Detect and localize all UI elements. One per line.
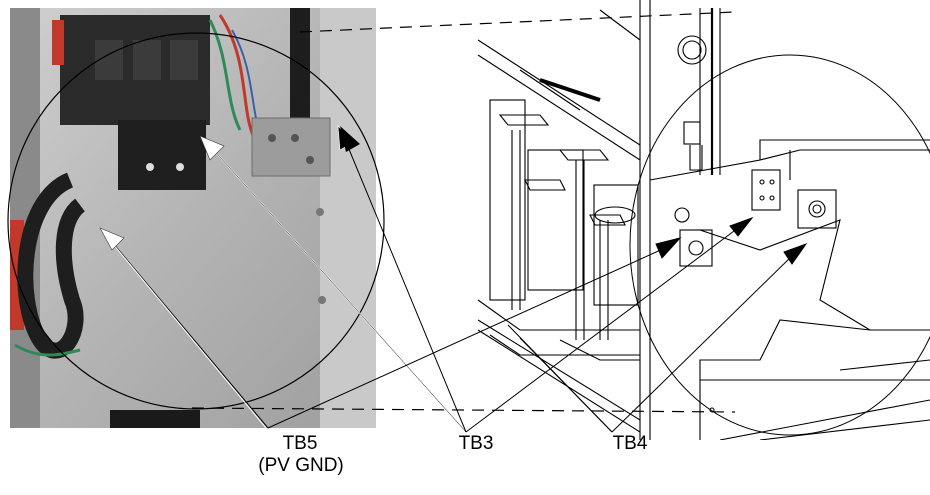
photo-detail-circle (7, 32, 385, 410)
ground-bar (251, 117, 331, 177)
projection-lines (191, 11, 736, 413)
drawing-callout-arrows (267, 216, 808, 433)
tb3-label: TB3 (458, 433, 494, 454)
tb5-label: TB5 (282, 433, 318, 454)
tb4-label: TB4 (612, 433, 648, 454)
tb5-callout-arrow (99, 227, 269, 429)
equipment-photo (10, 8, 376, 428)
vertical-cable (290, 8, 310, 126)
cabinet-drawing (477, 0, 930, 440)
tb5-sublabel: (PV GND) (258, 455, 344, 476)
drawing-detail-circle (629, 54, 930, 436)
tb4-photo-arrow (340, 126, 360, 152)
